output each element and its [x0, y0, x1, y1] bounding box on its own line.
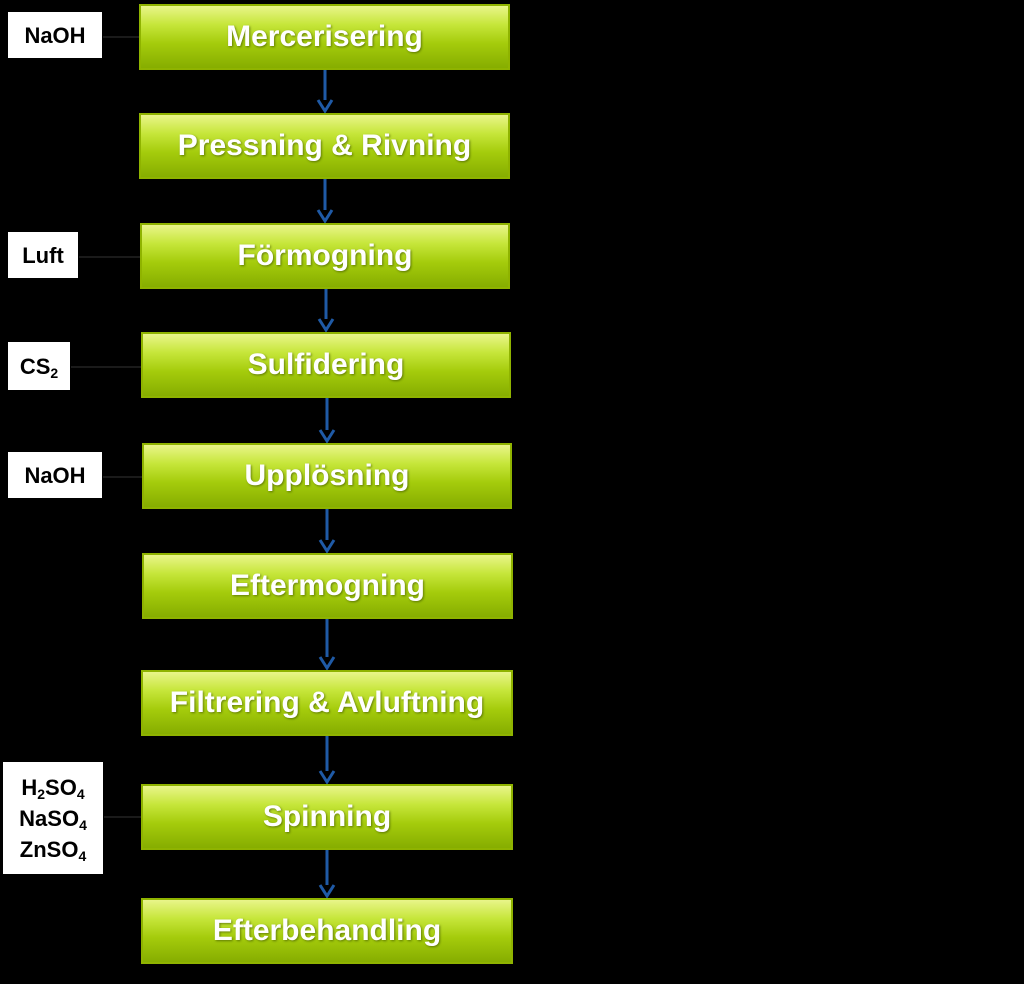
formula-subscript: 4	[79, 816, 87, 833]
step-label: Filtrering & Avluftning	[169, 686, 485, 719]
step-filtrering-avluftning: Filtrering & Avluftning	[141, 670, 513, 736]
step-label: Sulfidering	[247, 348, 405, 381]
reagent-label: NaOH	[24, 22, 86, 48]
flow-arrow	[317, 398, 337, 443]
down-arrow-icon	[318, 619, 336, 670]
connector-line	[103, 476, 142, 478]
reagent-line-naso4: NaSO4	[19, 803, 87, 834]
step-pressning-rivning: Pressning & Rivning	[139, 113, 510, 179]
connector-line	[104, 816, 141, 818]
step-sulfidering: Sulfidering	[141, 332, 511, 398]
reagent-label: CS2	[20, 351, 58, 382]
flow-arrow	[316, 289, 336, 332]
flow-arrow	[317, 619, 337, 670]
step-upplosning: Upplösning	[142, 443, 512, 509]
down-arrow-icon	[318, 398, 336, 443]
step-label: Pressning & Rivning	[177, 129, 472, 162]
flow-arrow	[315, 179, 335, 223]
flow-arrow	[317, 850, 337, 898]
connector-line	[71, 366, 141, 368]
down-arrow-icon	[318, 509, 336, 553]
step-label: Spinning	[262, 800, 392, 833]
step-mercerisering: Mercerisering	[139, 4, 510, 70]
down-arrow-icon	[316, 70, 334, 113]
step-spinning: Spinning	[141, 784, 513, 850]
reagent-line-znso4: ZnSO4	[20, 834, 86, 865]
down-arrow-icon	[318, 736, 336, 784]
formula-subscript: 2	[50, 364, 59, 381]
formula-base: NaSO	[19, 805, 80, 831]
down-arrow-icon	[316, 179, 334, 223]
step-label: Eftermogning	[230, 569, 425, 602]
step-label: Efterbehandling	[212, 914, 442, 947]
step-efterbehandling: Efterbehandling	[141, 898, 513, 964]
step-label: Förmogning	[237, 239, 413, 272]
formula-base: SO	[45, 774, 77, 800]
step-label: Mercerisering	[226, 20, 423, 53]
formula-base: CS	[19, 353, 51, 379]
step-eftermogning: Eftermogning	[142, 553, 513, 619]
formula-base: ZnSO	[19, 836, 79, 862]
reagent-luft: Luft	[8, 232, 78, 278]
flow-arrow	[315, 70, 335, 113]
reagent-cs2: CS2	[8, 342, 70, 390]
flow-arrow	[317, 509, 337, 553]
formula-subscript: 4	[78, 847, 87, 864]
reagent-naoh-mercerisering: NaOH	[8, 12, 102, 58]
reagent-spinning-bath: H2SO4 NaSO4 ZnSO4	[3, 762, 103, 874]
reagent-line-h2so4: H2SO4	[21, 772, 84, 803]
formula-base: H	[21, 774, 38, 800]
reagent-label: NaOH	[24, 462, 86, 488]
step-label: Upplösning	[244, 459, 410, 492]
down-arrow-icon	[317, 289, 335, 332]
connector-line	[103, 36, 139, 38]
flow-arrow	[317, 736, 337, 784]
connector-line	[79, 256, 140, 258]
reagent-naoh-upplosning: NaOH	[8, 452, 102, 498]
down-arrow-icon	[318, 850, 336, 898]
formula-subscript: 4	[76, 785, 85, 802]
step-formogning: Förmogning	[140, 223, 510, 289]
formula-subscript: 2	[37, 785, 46, 802]
reagent-label: Luft	[22, 242, 64, 268]
